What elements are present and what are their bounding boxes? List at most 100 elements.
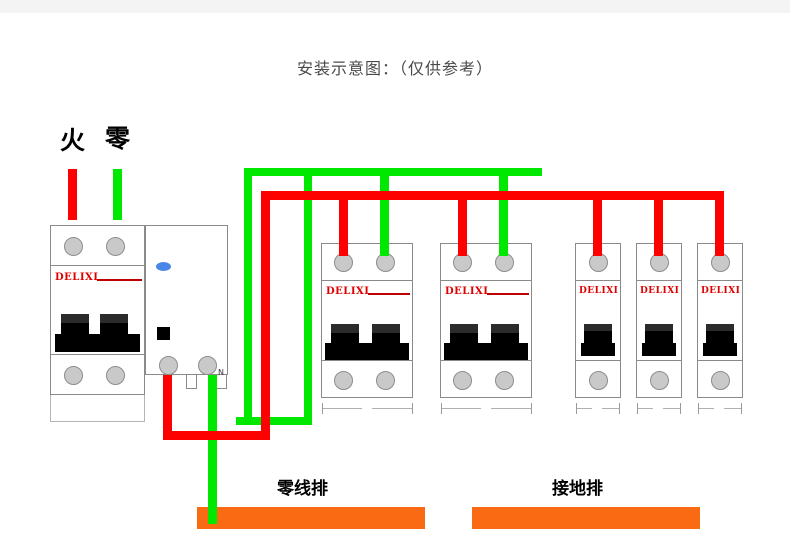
wire-neutral-return-vertical (304, 168, 312, 425)
wire-neutral-to-busbar (208, 375, 217, 518)
breaker-1p-2-terminal-bottom[interactable] (650, 371, 669, 390)
breaker-2p-2-brand: DELIXI (445, 286, 489, 297)
rcd-din-clip-right (216, 375, 227, 389)
breaker-2p-1-terminal-neutral-bottom[interactable] (376, 371, 395, 390)
rcd-neutral-terminal-label: N (218, 368, 224, 377)
breaker-1p-3-dim-line-left (698, 408, 714, 409)
breaker-2p-2-terminal-neutral-bottom[interactable] (495, 371, 514, 390)
breaker-2p-1-brand-underline (368, 293, 410, 295)
diagram-title: 安装示意图：（仅供参考） (296, 59, 493, 78)
breaker-1p-1-terminal-bottom[interactable] (589, 371, 608, 390)
main-breaker-brand-underline (97, 279, 142, 281)
neutral-source-label: 零 (105, 124, 131, 153)
breaker-1p-3-dim-line-right (724, 408, 741, 409)
breaker-1p-1-dim-tick-right (619, 403, 620, 414)
wire-live-drop-breaker-1p-1 (593, 191, 602, 256)
main-breaker-lever-cap-2[interactable] (100, 314, 128, 324)
breaker-1p-1-lever-base (581, 343, 615, 356)
wire-live-bus-top (261, 191, 723, 200)
wire-neutral-busbar-tip (208, 507, 217, 524)
breaker-1p-2-lever-base (642, 343, 676, 356)
live-source-label: 火 (60, 126, 86, 155)
breaker-2p-2-dim-line-right (491, 408, 531, 409)
breaker-1p-1-dim-line-right (602, 408, 619, 409)
wire-live-feed (68, 169, 77, 220)
wire-neutral-bus-top (244, 168, 542, 176)
breaker-1p-3-dim-tick-left (698, 403, 699, 414)
breaker-2p-2-bottom-band (441, 360, 531, 397)
breaker-2p-1-brand: DELIXI (326, 286, 370, 297)
main-breaker-brand: DELIXI (55, 272, 99, 283)
breaker-2p-2-terminal-live-bottom[interactable] (453, 371, 472, 390)
main-breaker-terminal-live-bottom[interactable] (64, 366, 83, 385)
breaker-1p-2-dim-line-left (637, 408, 653, 409)
wire-neutral-riser-left (244, 168, 252, 425)
rcd-terminal-live-bottom[interactable] (159, 356, 178, 375)
rcd-module[interactable] (145, 225, 228, 375)
ground-busbar[interactable] (472, 507, 700, 529)
breaker-2p-1-lever-cap-1[interactable] (331, 324, 359, 334)
rcd-test-button[interactable] (157, 327, 170, 340)
ground-busbar-label: 接地排 (552, 479, 603, 499)
breaker-2p-2-lever-base (444, 343, 528, 360)
diagram-canvas: 安装示意图：（仅供参考） 火 零 DELIXI N (0, 13, 790, 551)
breaker-1p-2-brand: DELIXI (640, 286, 680, 296)
breaker-2p-1-lever-cap-2[interactable] (372, 324, 400, 334)
wire-live-return-horizontal (163, 431, 270, 440)
wire-live-riser-left (261, 191, 270, 440)
wire-neutral-drop-breaker-2p-1 (380, 168, 389, 256)
rcd-terminal-neutral-bottom[interactable] (198, 356, 217, 375)
main-breaker-terminal-neutral-bottom[interactable] (106, 366, 125, 385)
breaker-1p-3[interactable]: DELIXI (697, 243, 743, 398)
breaker-2p-2[interactable]: DELIXI (440, 243, 532, 398)
breaker-1p-2[interactable]: DELIXI (636, 243, 682, 398)
breaker-2p-2-lever-cap-2[interactable] (491, 324, 519, 334)
main-breaker-terminal-neutral-top[interactable] (106, 237, 125, 256)
wire-live-from-main-breaker (163, 375, 172, 440)
breaker-2p-1[interactable]: DELIXI (321, 243, 413, 398)
breaker-2p-1-lever-base (325, 343, 409, 360)
breaker-2p-1-dim-tick-right (412, 403, 413, 414)
breaker-1p-1[interactable]: DELIXI (575, 243, 621, 398)
wire-live-drop-breaker-1p-2 (654, 191, 663, 256)
wire-live-drop-breaker-2p-1 (339, 191, 348, 256)
breaker-1p-1-top-band (576, 244, 620, 281)
breaker-1p-3-top-band (698, 244, 742, 281)
breaker-2p-1-dim-tick-left (322, 403, 323, 414)
breaker-2p-2-dim-line-left (441, 408, 481, 409)
breaker-1p-3-brand: DELIXI (701, 286, 741, 296)
breaker-2p-1-dim-line-left (322, 408, 362, 409)
breaker-1p-2-bottom-band (637, 360, 681, 397)
main-breaker-top-band (51, 226, 144, 266)
main-breaker-base-box (50, 394, 145, 422)
breaker-2p-1-top-band (322, 244, 412, 281)
breaker-2p-2-dim-tick-right (531, 403, 532, 414)
breaker-2p-1-bottom-band (322, 360, 412, 397)
main-breaker-lever-cap-1[interactable] (61, 314, 89, 324)
main-breaker-left-module[interactable]: DELIXI (50, 225, 145, 395)
breaker-1p-3-bottom-band (698, 360, 742, 397)
rcd-din-clip-left (186, 375, 197, 389)
breaker-1p-1-dim-tick-left (576, 403, 577, 414)
breaker-1p-1-lever-cap[interactable] (584, 324, 612, 332)
breaker-2p-1-terminal-live-bottom[interactable] (334, 371, 353, 390)
breaker-1p-2-dim-line-right (663, 408, 680, 409)
wire-live-drop-breaker-1p-3 (715, 191, 724, 256)
breaker-2p-2-lever-cap-1[interactable] (450, 324, 478, 334)
breaker-1p-3-lever-base (703, 343, 737, 356)
breaker-1p-3-terminal-bottom[interactable] (711, 371, 730, 390)
main-breaker-bottom-band (51, 354, 144, 394)
breaker-2p-2-dim-tick-left (441, 403, 442, 414)
breaker-2p-1-dim-line-right (372, 408, 412, 409)
neutral-busbar-label: 零线排 (277, 479, 328, 499)
breaker-2p-2-brand-underline (487, 293, 529, 295)
breaker-1p-2-lever-cap[interactable] (645, 324, 673, 332)
wire-neutral-n-terminal-drop (208, 375, 217, 425)
breaker-1p-3-lever-cap[interactable] (706, 324, 734, 332)
breaker-1p-1-bottom-band (576, 360, 620, 397)
breaker-1p-3-dim-tick-right (741, 403, 742, 414)
main-breaker-terminal-live-top[interactable] (64, 237, 83, 256)
breaker-1p-2-dim-tick-right (680, 403, 681, 414)
breaker-1p-2-dim-tick-left (637, 403, 638, 414)
neutral-busbar[interactable] (197, 507, 425, 529)
